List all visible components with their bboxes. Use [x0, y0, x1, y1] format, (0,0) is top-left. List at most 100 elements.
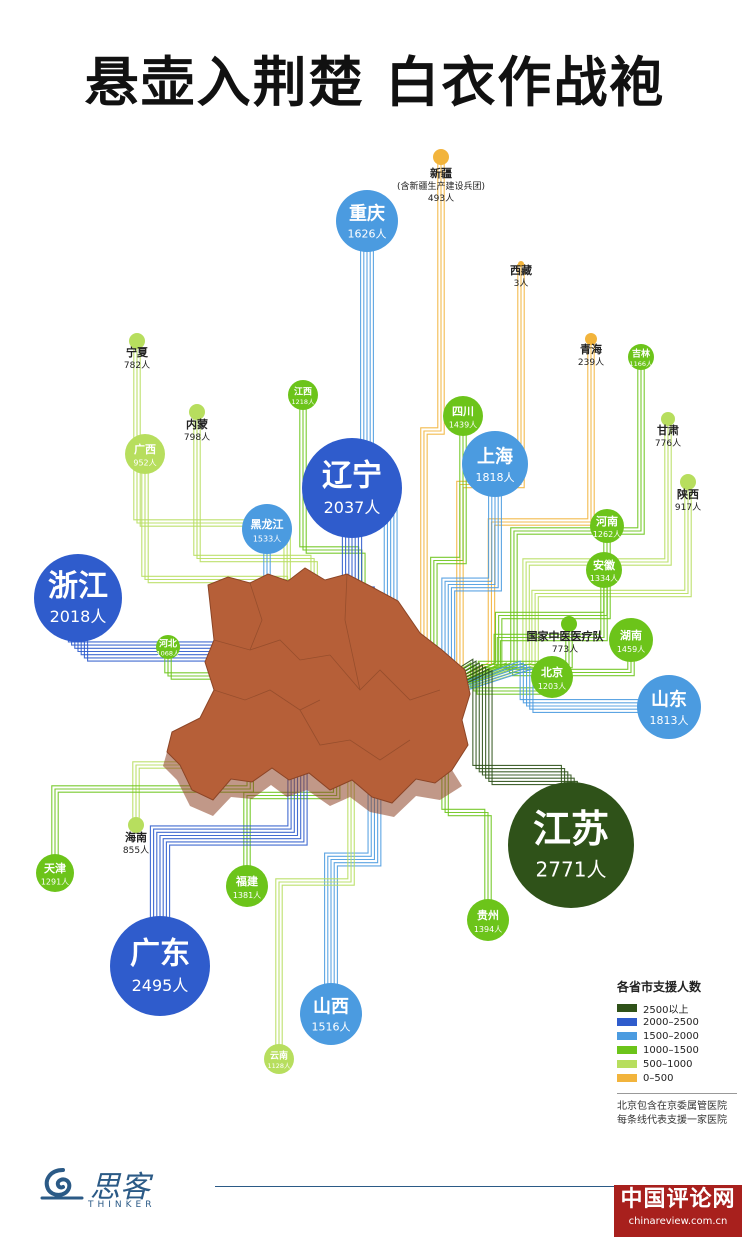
node-name: 河南	[596, 514, 618, 528]
node-count: 782人	[124, 360, 150, 371]
node-name: 山西	[313, 996, 349, 1017]
node-name: 重庆	[349, 202, 385, 224]
node-name: 辽宁	[322, 459, 382, 494]
legend-row-3: 1000–1500	[617, 1043, 737, 1057]
node-circle	[302, 438, 402, 538]
node-circle	[433, 149, 449, 165]
node-name: 宁夏	[126, 345, 149, 359]
legend-row-0: 2500以上	[617, 1001, 737, 1016]
node-count: 1262人	[593, 530, 621, 539]
node-count: 1459人	[617, 645, 645, 654]
node-shandong: 山东 1813人	[637, 675, 701, 739]
page-title: 悬壶入荆楚 白衣作战袍	[84, 51, 666, 114]
node-count: 1439人	[449, 421, 477, 430]
legend-label: 2500以上	[643, 1004, 689, 1016]
node-circle	[36, 854, 74, 892]
node-count: 1813人	[650, 714, 689, 727]
node-circle	[586, 552, 622, 588]
node-circle	[125, 434, 165, 474]
node-count: 1128人	[267, 1062, 291, 1070]
node-henan: 河南 1262人	[590, 509, 624, 543]
node-circle	[288, 380, 318, 410]
hubei-map	[163, 567, 471, 817]
node-count: 493人	[428, 193, 454, 204]
node-count: 1218人	[291, 398, 315, 406]
node-circle	[300, 983, 362, 1045]
node-circle	[156, 635, 180, 659]
node-circle	[518, 261, 524, 267]
node-circle	[129, 333, 145, 349]
node-circle	[590, 509, 624, 543]
logo-subtitle: THINKER	[88, 1200, 156, 1210]
node-name: 青海	[580, 342, 602, 356]
node-name: 浙江	[48, 569, 108, 604]
node-count: 1334人	[590, 574, 618, 583]
node-count: 1516人	[312, 1021, 351, 1034]
site-badge[interactable]: 中国评论网 chinareview.com.cn	[614, 1185, 742, 1237]
node-name: 河北	[159, 637, 177, 649]
node-circle	[336, 190, 398, 252]
node-shanxi: 山西 1516人	[300, 983, 362, 1045]
node-count: 1291人	[41, 877, 69, 886]
node-name: 江苏	[533, 807, 609, 851]
node-count: 1068人	[156, 650, 180, 658]
legend-label: 500–1000	[643, 1058, 693, 1070]
node-count: 2495人	[132, 976, 189, 995]
node-circle	[609, 618, 653, 662]
node-count: 1203人	[538, 682, 566, 691]
legend-label: 1000–1500	[643, 1044, 699, 1056]
node-circle	[637, 675, 701, 739]
node-name: 广东	[130, 937, 190, 972]
node-circle	[189, 404, 205, 420]
legend: 各省市支援人数 2500以上 2000–2500 1500–2000 1000–…	[617, 978, 737, 1128]
node-count: 1626人	[348, 228, 387, 241]
node-count: 1166人	[629, 360, 653, 368]
legend-row-1: 2000–2500	[617, 1015, 737, 1029]
node-xinjiang: 新疆(含新疆生产建设兵团)493人	[397, 149, 485, 204]
node-subtitle: (含新疆生产建设兵团)	[397, 180, 485, 192]
node-name: 吉林	[632, 347, 651, 359]
legend-swatch	[617, 1074, 637, 1082]
node-circle	[110, 916, 210, 1016]
legend-note-1: 北京包含在京委属管医院	[617, 1101, 727, 1112]
legend-swatch	[617, 1018, 637, 1026]
node-count: 776人	[655, 438, 681, 449]
legend-divider	[617, 1093, 737, 1094]
node-name: 云南	[270, 1049, 288, 1061]
node-beijing: 北京 1203人	[531, 656, 573, 698]
node-name: 安徽	[593, 558, 616, 572]
route-bundle-shaanxi	[408, 482, 692, 707]
legend-note-2: 每条线代表支援一家医院	[617, 1115, 727, 1126]
node-name: 内蒙	[186, 417, 208, 431]
thinker-logo: 思客 THINKER	[38, 1162, 152, 1210]
node-name: 国家中医医疗队	[527, 629, 605, 643]
legend-swatch	[617, 1032, 637, 1040]
legend-label: 2000–2500	[643, 1016, 699, 1028]
swirl-icon	[40, 1168, 84, 1200]
node-guangdong: 广东 2495人	[110, 916, 210, 1016]
legend-row-4: 500–1000	[617, 1057, 737, 1071]
route-line	[409, 482, 689, 706]
node-name: 陕西	[677, 487, 699, 501]
node-name: 山东	[651, 688, 687, 710]
legend-label: 1500–2000	[643, 1030, 699, 1042]
node-circle	[531, 656, 573, 698]
legend-row-2: 1500–2000	[617, 1029, 737, 1043]
node-name: 北京	[541, 665, 563, 679]
node-anhui: 安徽 1334人	[586, 552, 622, 588]
node-count: 855人	[123, 845, 149, 856]
